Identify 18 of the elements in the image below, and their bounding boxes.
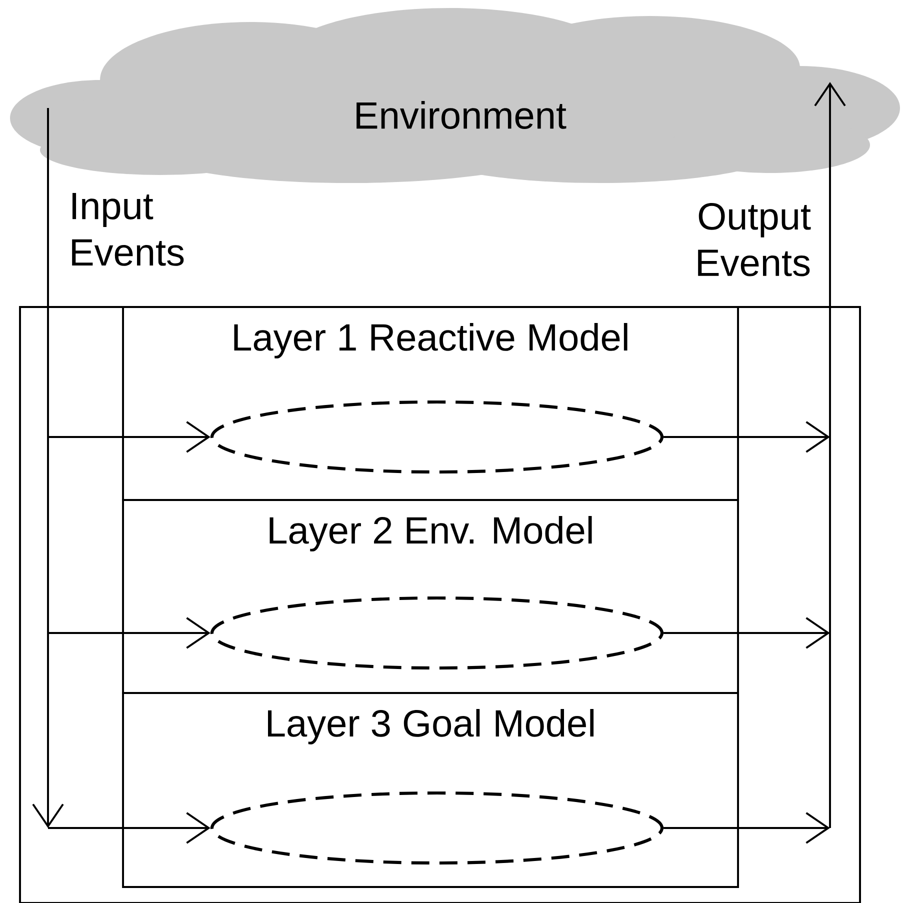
arrow <box>664 617 830 649</box>
arrow <box>48 617 210 649</box>
arrow <box>664 421 830 453</box>
arrow <box>48 421 210 453</box>
cloud: Environment <box>10 8 900 183</box>
line-label: Input Events <box>72 192 184 266</box>
layer-box: Layer 2 Env. Model <box>122 499 739 694</box>
arrow <box>664 812 830 844</box>
arrow <box>814 82 846 828</box>
dashed-ellipse <box>210 400 664 474</box>
arrow <box>32 108 64 828</box>
dashed-ellipse <box>210 791 664 865</box>
outer-box <box>19 306 861 903</box>
layer-box: Layer 1 Reactive Model <box>122 306 739 501</box>
line-label: Output Events <box>698 202 811 276</box>
arrow <box>48 812 210 844</box>
layer-box: Layer 3 Goal Model <box>122 692 739 888</box>
dashed-ellipse <box>210 596 664 670</box>
